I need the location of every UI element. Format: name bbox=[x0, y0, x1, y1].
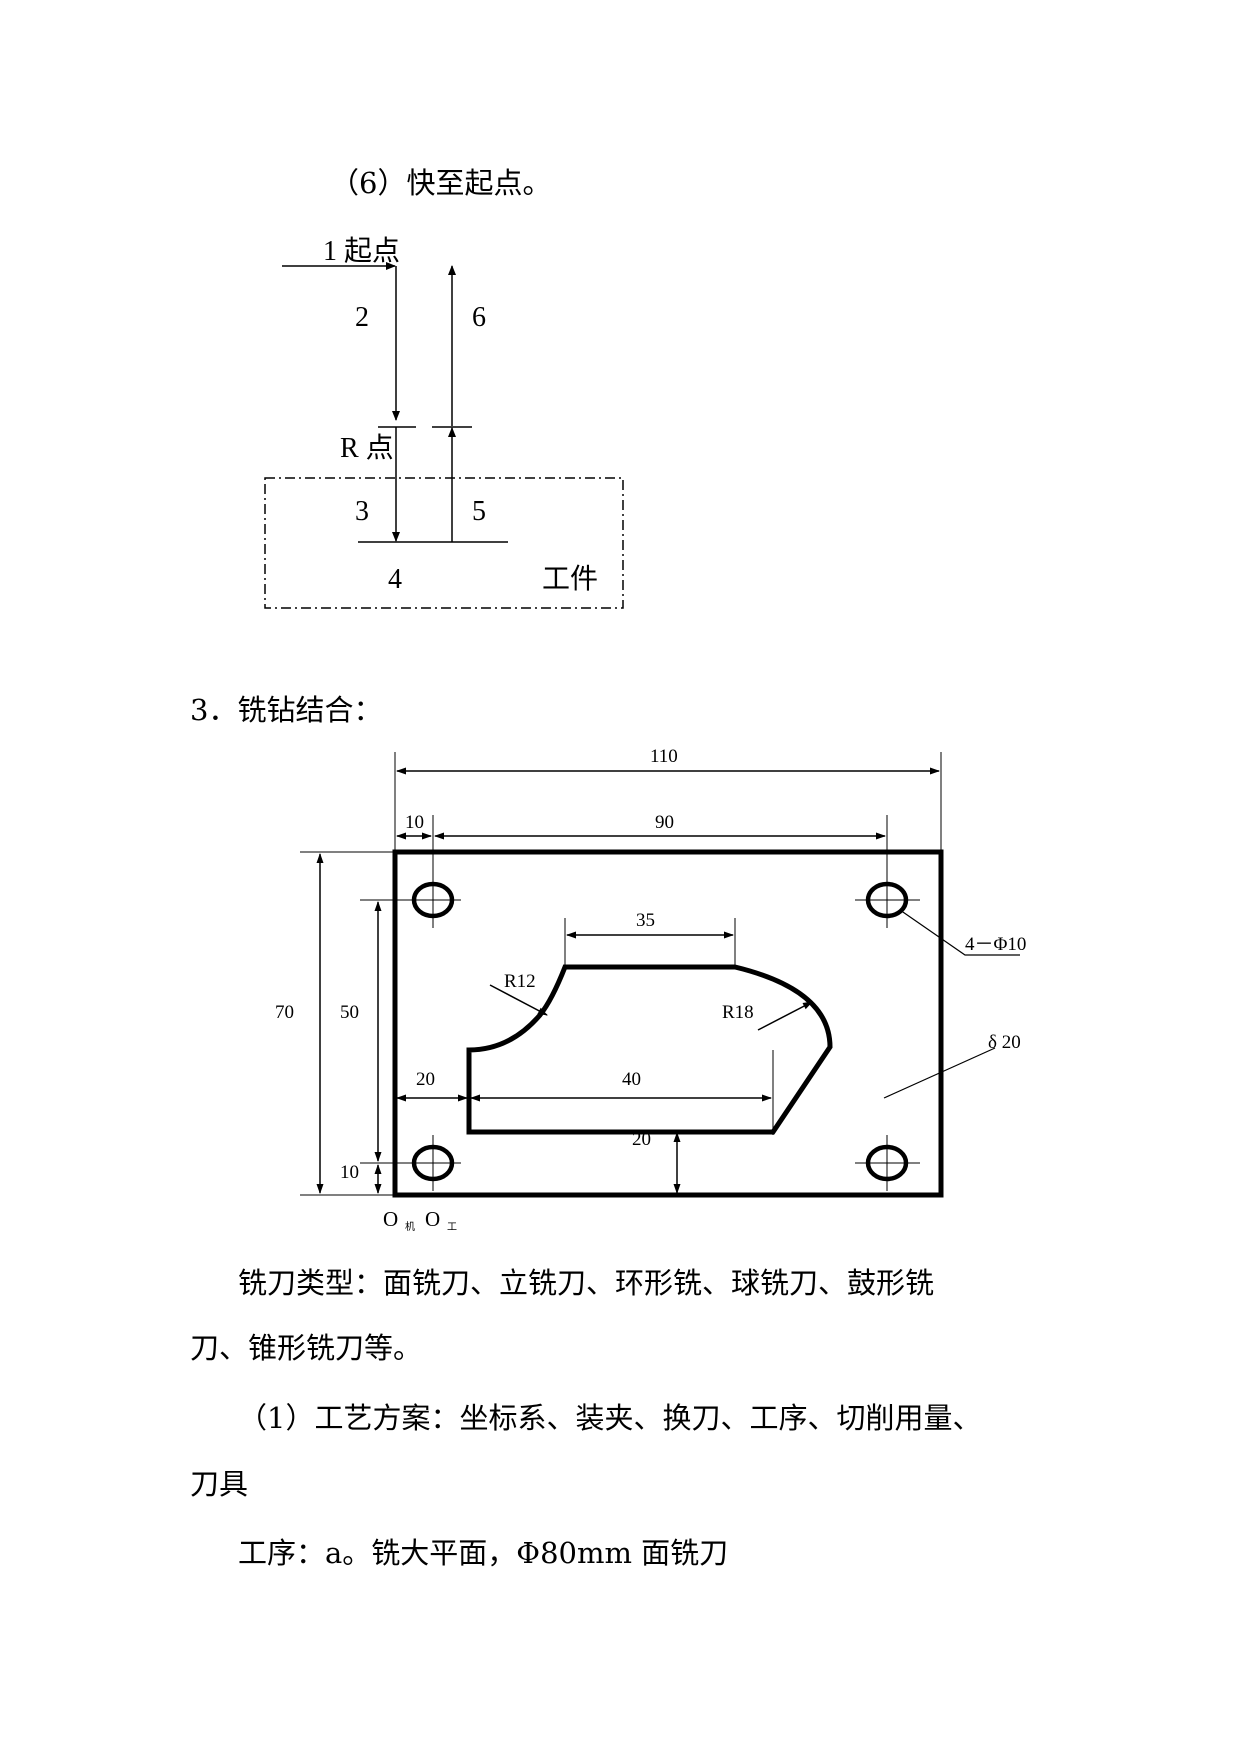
leader-holes bbox=[899, 909, 1020, 956]
process-plan-line2: 刀具 bbox=[190, 1467, 249, 1501]
workpiece-outline bbox=[264, 477, 624, 609]
dim-90: 90 bbox=[655, 812, 674, 833]
dim-20-left: 20 bbox=[416, 1069, 435, 1090]
r-point-label: R 点 bbox=[340, 433, 394, 464]
start-point-label: 1 起点 bbox=[323, 236, 400, 267]
dim-110: 110 bbox=[650, 746, 678, 767]
radius-r18: R18 bbox=[722, 1002, 754, 1023]
workpiece-label: 工件 bbox=[542, 563, 598, 595]
origin-work: O bbox=[425, 1207, 440, 1231]
hole-top-right bbox=[855, 872, 920, 928]
dim-70: 70 bbox=[275, 1002, 294, 1023]
thickness-note: δ 20 bbox=[988, 1032, 1021, 1053]
origin-machine-sub: 机 bbox=[405, 1220, 415, 1233]
cutter-types-line1: 铣刀类型：面铣刀、立铣刀、环形铣、球铣刀、鼓形铣 bbox=[238, 1266, 935, 1300]
label-2: 2 bbox=[355, 302, 369, 333]
hole-bottom-left bbox=[405, 1135, 461, 1191]
dim-35: 35 bbox=[636, 910, 655, 931]
origin-work-sub: 工 bbox=[447, 1222, 457, 1233]
cutter-types-line2: 刀、锥形铣刀等。 bbox=[190, 1331, 423, 1365]
pocket-profile bbox=[466, 964, 833, 1135]
step-title: （6）快至起点。 bbox=[330, 166, 552, 200]
label-4: 4 bbox=[388, 564, 402, 595]
label-5: 5 bbox=[472, 496, 486, 527]
label-3: 3 bbox=[355, 496, 369, 527]
origin-machine: O bbox=[383, 1207, 398, 1231]
process-plan-line1: （1）工艺方案：坐标系、装夹、换刀、工序、切削用量、 bbox=[238, 1401, 982, 1435]
hole-top-left bbox=[405, 872, 461, 928]
dim-50: 50 bbox=[340, 1002, 359, 1023]
leader-r18 bbox=[757, 1001, 813, 1031]
radius-r12: R12 bbox=[504, 971, 536, 992]
dim-40: 40 bbox=[622, 1069, 641, 1090]
plate-outline bbox=[392, 849, 944, 1198]
hole-bottom-right bbox=[855, 1135, 920, 1191]
holes-note: 4－Φ10 bbox=[965, 934, 1026, 955]
dim-20-bottom: 20 bbox=[632, 1129, 651, 1150]
dim-10-top: 10 bbox=[405, 812, 424, 833]
leader-thickness bbox=[883, 1047, 996, 1099]
dim-10-bottom: 10 bbox=[340, 1162, 359, 1183]
leader-r12 bbox=[489, 984, 548, 1016]
section-heading: 3．铣钻结合： bbox=[190, 693, 383, 727]
operation-a: 工序：a。铣大平面，Φ80mm 面铣刀 bbox=[238, 1536, 729, 1570]
label-6: 6 bbox=[472, 302, 486, 333]
